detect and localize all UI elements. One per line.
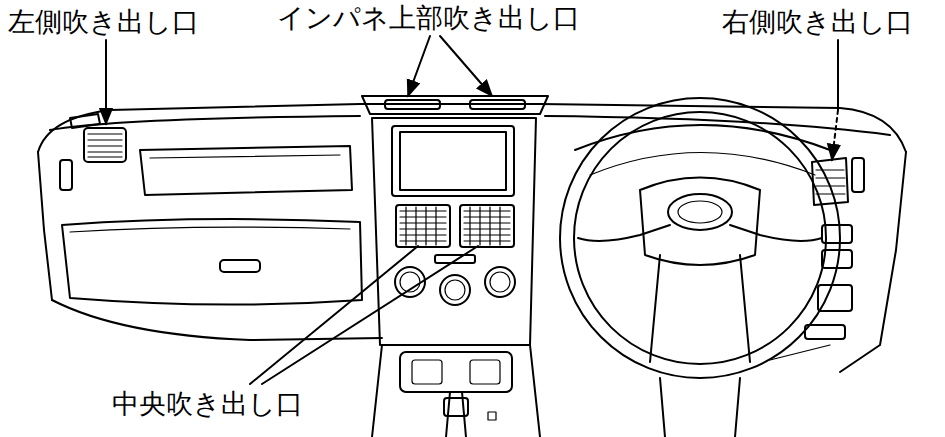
part-label: 右側吹き出し口 bbox=[720, 6, 915, 37]
part-label: 左側吹き出し口 bbox=[6, 6, 201, 37]
part-label: インパネ上部吹き出し口 bbox=[275, 2, 582, 33]
part-label: 中央吹き出し口 bbox=[110, 388, 305, 419]
